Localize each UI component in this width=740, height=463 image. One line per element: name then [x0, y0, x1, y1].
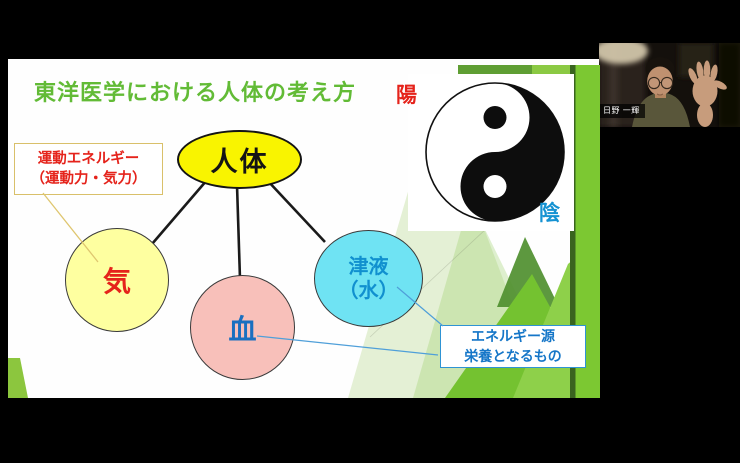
participant-video-tile[interactable]: 日野 一輝 — [594, 38, 740, 127]
slide-title: 東洋医学における人体の考え方 — [34, 80, 357, 105]
node-ki-label: 気 — [102, 266, 131, 297]
node-shineki-label-2: （水） — [338, 279, 399, 302]
yin-label: 陰 — [539, 202, 560, 225]
callout-source-line2: 栄養となるもの — [464, 347, 562, 364]
yinyang-panel — [408, 74, 574, 231]
callout-motion-energy: 運動エネルギー （運動力・気力） — [14, 143, 163, 195]
callout-energy-source: エネルギー源 栄養となるもの — [440, 325, 586, 368]
green-accent-band — [458, 65, 600, 75]
yinyang-icon — [425, 82, 565, 222]
node-ketsu-label: 血 — [228, 313, 257, 345]
callout-source-line1: エネルギー源 — [471, 328, 555, 345]
callout-motion-line1: 運動エネルギー — [37, 151, 140, 167]
yang-label: 陽 — [396, 84, 417, 107]
presentation-slide: 東洋医学における人体の考え方 陽 陰 人体 気 血 — [8, 59, 600, 398]
node-ketsu: 血 — [190, 275, 295, 380]
node-jintai: 人体 — [177, 130, 302, 189]
node-shineki-label-1: 津液 — [348, 255, 389, 278]
node-jintai-label: 人体 — [210, 147, 269, 177]
node-shineki: 津液 （水） — [314, 230, 423, 327]
callout-motion-line2: （運動力・気力） — [30, 171, 147, 187]
node-ki: 気 — [65, 228, 169, 332]
callout-leader-lines — [42, 192, 444, 356]
participant-name-label: 日野 一輝 — [599, 104, 645, 118]
